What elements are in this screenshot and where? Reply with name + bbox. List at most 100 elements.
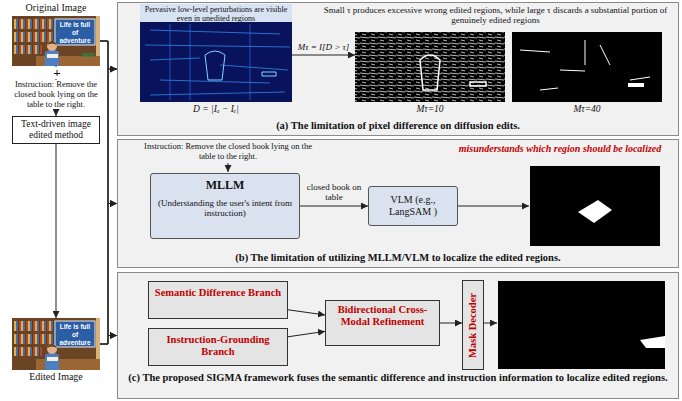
node-text: Text-driven image edited method (15, 119, 97, 141)
connector-arrow (100, 204, 117, 345)
mask-background (355, 32, 505, 102)
mask-blob (640, 336, 665, 348)
mask-background (512, 32, 662, 102)
child-body (45, 50, 59, 67)
connector-arrow (288, 331, 325, 336)
original-photo (12, 16, 100, 66)
node-text: Semantic Difference Branch (153, 287, 283, 299)
mask-outline (420, 55, 486, 90)
threshold-mask-large (512, 32, 662, 102)
module-box: Instruction-Grounding Branch (148, 328, 288, 366)
input-image: Original ImageLife is full of adventure (12, 16, 100, 66)
connector-group (56, 41, 462, 344)
open-book (47, 54, 58, 58)
node-text: Mask Decoder (463, 281, 483, 369)
child-hair (47, 41, 57, 45)
output-arrow (458, 206, 529, 207)
edge-label: closed book on table (302, 182, 366, 203)
node-text: Life is full of adventure (56, 323, 94, 346)
connector-arrow (292, 55, 355, 56)
screen (55, 19, 95, 45)
node-text: (b) The limitation of utilizing MLLM/VLM… (124, 252, 672, 264)
output-arrow (484, 323, 497, 324)
panel-box: (a) The limitation of pixel difference o… (117, 2, 679, 136)
mask-background (498, 281, 665, 369)
bookshelf-row (14, 45, 42, 54)
node-text: Pervasive low-level perturbations are vi… (142, 5, 290, 23)
connector-arrow (100, 69, 117, 344)
edge-label: Mτ = I[D > τ] (292, 42, 356, 52)
process-box: Text-driven image edited method (12, 116, 100, 144)
node-text: Edited Image (12, 371, 100, 383)
connector-arrow (440, 323, 462, 324)
mask-blob (628, 83, 644, 87)
node-text: Instruction-Grounding Branch (153, 334, 283, 358)
module-box: Semantic Difference Branch (148, 281, 288, 319)
module-box: Bidirectional Cross-Modal Refinement (325, 300, 440, 346)
screen (55, 321, 95, 347)
panel-box: (c) The proposed SIGMA framework fuses t… (117, 272, 679, 399)
output-image: Edited ImageLife is full of adventure (12, 318, 100, 370)
heatmap-shelves (170, 24, 250, 100)
bookshelf-row (14, 32, 54, 42)
connector-arrow (100, 41, 117, 69)
heatmap-streaks (145, 30, 290, 95)
mask-blob (578, 200, 612, 223)
photo-background (12, 318, 100, 370)
model-box: MLLM (Understanding the user's intent fro… (150, 173, 300, 239)
bookshelf-row (14, 19, 54, 29)
child-head (47, 344, 57, 354)
node-text: Mτ=40 (512, 104, 662, 115)
decoder-box: Mask Decoder (462, 280, 484, 370)
instruction-text: Instruction: Remove the closed book lyin… (6, 80, 106, 109)
connector-arrow (100, 41, 117, 204)
sigma-mask (498, 281, 665, 369)
node-text: D = |Iₒ − Iₑ| (140, 104, 292, 115)
model-box: VLM (e.g., LangSAM ) (368, 186, 458, 226)
node-text: Mτ=10 (355, 104, 505, 115)
heatmap-background (140, 22, 292, 102)
panel-background (118, 3, 679, 136)
connector-arrow (288, 310, 325, 315)
panel-background (118, 140, 679, 268)
bookshelf-row (14, 321, 54, 331)
closed-book (82, 53, 95, 57)
open-book (47, 357, 58, 361)
difference-heatmap (140, 4, 292, 102)
mask-strokes (520, 40, 650, 90)
edited-photo (12, 318, 100, 370)
warning-text: misunderstands which region should be lo… (445, 143, 675, 155)
node-text: (a) The limitation of pixel difference o… (124, 120, 672, 132)
instruction-arrow (228, 163, 229, 172)
child-hair (47, 344, 57, 348)
node-text: (Understanding the user's intent from in… (155, 198, 295, 219)
heatmap-image: Pervasive low-level perturbations are vi… (140, 4, 292, 102)
threshold-mask-small (355, 32, 505, 102)
note-text: Small τ produces excessive wrong edited … (318, 5, 673, 26)
node-text: VLM (e.g., LangSAM ) (371, 194, 455, 217)
mask-image: Mτ=40 (512, 32, 662, 102)
child-body (45, 353, 59, 371)
node-text: (c) The proposed SIGMA framework fuses t… (128, 372, 668, 384)
node-text: MLLM (155, 179, 295, 193)
mask-image: Mτ=10 (355, 32, 505, 102)
instruction-text: Instruction: Remove the closed book lyin… (140, 142, 316, 162)
plus-sign: + (50, 67, 64, 79)
bookshelf-row (14, 334, 54, 344)
connector-arrow (300, 206, 368, 207)
node-text: Original Image (12, 2, 100, 14)
mask-background (530, 166, 660, 246)
panel-background (118, 273, 679, 399)
vlm-mask (530, 166, 660, 246)
connector-arrow (100, 336, 117, 345)
bookshelf-row (14, 347, 42, 356)
connector-arrow (56, 144, 57, 318)
node-text: Life is full of adventure (56, 21, 94, 44)
node-text: Bidirectional Cross-Modal Refinement (329, 304, 436, 328)
photo-background (12, 16, 100, 66)
mask-noise (355, 32, 505, 102)
heatmap-outline (205, 51, 276, 80)
child-head (47, 41, 57, 51)
